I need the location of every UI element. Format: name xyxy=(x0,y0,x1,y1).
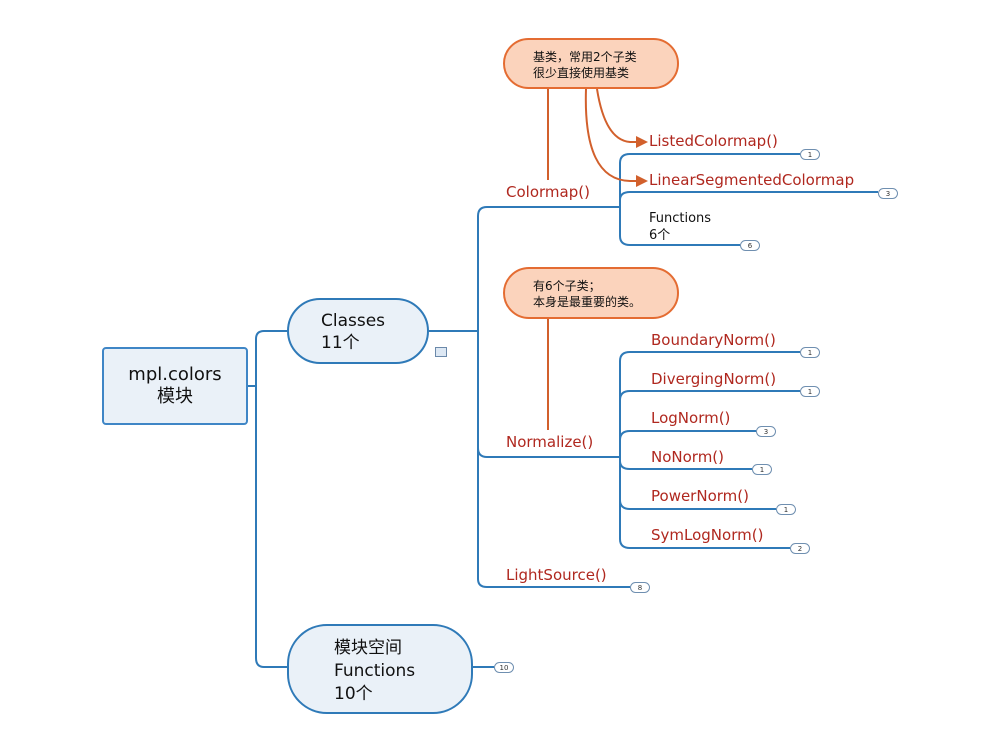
colormap-label[interactable]: Colormap() xyxy=(506,183,590,201)
connector-lightsource xyxy=(477,440,630,588)
callout-normalize-line1: 有6个子类； xyxy=(533,279,601,293)
lognorm-label[interactable]: LogNorm() xyxy=(651,409,731,427)
functions-line1: 模块空间 xyxy=(334,638,402,658)
connector-colormap xyxy=(477,206,620,331)
colormap-functions-node[interactable]: Functions 6个 xyxy=(649,210,711,244)
connector-norm-symlog xyxy=(619,457,790,549)
root-title: mpl.colors xyxy=(128,364,222,385)
classes-count: 11个 xyxy=(321,333,360,353)
divergingnorm-label[interactable]: DivergingNorm() xyxy=(651,370,777,388)
nonorm-badge[interactable]: 1 xyxy=(752,464,772,475)
connector-root-functions xyxy=(255,380,287,668)
connector-root-classes xyxy=(248,330,287,387)
symlognorm-badge[interactable]: 2 xyxy=(790,543,810,554)
callout-colormap-line2: 很少直接使用基类 xyxy=(533,66,630,80)
connector-norm-log xyxy=(619,430,756,457)
connector-colormap-listed xyxy=(619,153,800,207)
connector-colormap-linear xyxy=(619,191,878,207)
functions-node[interactable]: 模块空间 Functions 10个 xyxy=(287,624,473,714)
relation-arrow-listed xyxy=(596,88,640,143)
classes-title: Classes xyxy=(321,311,386,331)
functions-line3: 10个 xyxy=(334,684,373,704)
connector-norm-diverging xyxy=(619,390,800,457)
functions-count-badge[interactable]: 10 xyxy=(494,662,514,673)
lightsource-badge[interactable]: 8 xyxy=(630,582,650,593)
linearsegmentedcolormap-label[interactable]: LinearSegmentedColormap xyxy=(649,171,855,189)
boundarynorm-label[interactable]: BoundaryNorm() xyxy=(651,331,776,349)
connector-colormap-functions xyxy=(619,207,740,246)
classes-node[interactable]: Classes 11个 xyxy=(287,298,429,364)
listedcolormap-label[interactable]: ListedColormap() xyxy=(649,132,778,150)
callout-normalize[interactable]: 有6个子类； 本身是最重要的类。 xyxy=(503,267,679,319)
powernorm-badge[interactable]: 1 xyxy=(776,504,796,515)
colormap-functions-badge[interactable]: 6 xyxy=(740,240,760,251)
note-icon[interactable] xyxy=(435,347,447,357)
listedcolormap-badge[interactable]: 1 xyxy=(800,149,820,160)
symlognorm-label[interactable]: SymLogNorm() xyxy=(651,526,764,544)
nonorm-label[interactable]: NoNorm() xyxy=(651,448,725,466)
colormap-functions-count: 6个 xyxy=(649,228,671,243)
lognorm-badge[interactable]: 3 xyxy=(756,426,776,437)
arrowhead-linear xyxy=(636,175,648,187)
relation-arrow-linear xyxy=(584,88,640,182)
connector-norm-boundary xyxy=(619,351,800,457)
normalize-label[interactable]: Normalize() xyxy=(506,433,594,451)
boundarynorm-badge[interactable]: 1 xyxy=(800,347,820,358)
functions-line2: Functions xyxy=(334,661,416,681)
lightsource-label[interactable]: LightSource() xyxy=(506,566,607,584)
colormap-functions-label: Functions xyxy=(649,211,712,226)
callout-colormap-line1: 基类，常用2个子类 xyxy=(533,50,637,64)
powernorm-label[interactable]: PowerNorm() xyxy=(651,487,749,505)
callout-colormap[interactable]: 基类，常用2个子类 很少直接使用基类 xyxy=(503,38,679,89)
divergingnorm-badge[interactable]: 1 xyxy=(800,386,820,397)
linearsegmentedcolormap-badge[interactable]: 3 xyxy=(878,188,898,199)
callout-normalize-line2: 本身是最重要的类。 xyxy=(533,295,642,309)
root-node[interactable]: mpl.colors 模块 xyxy=(102,347,248,425)
root-subtitle: 模块 xyxy=(157,386,193,407)
arrowhead-listed xyxy=(636,136,648,148)
